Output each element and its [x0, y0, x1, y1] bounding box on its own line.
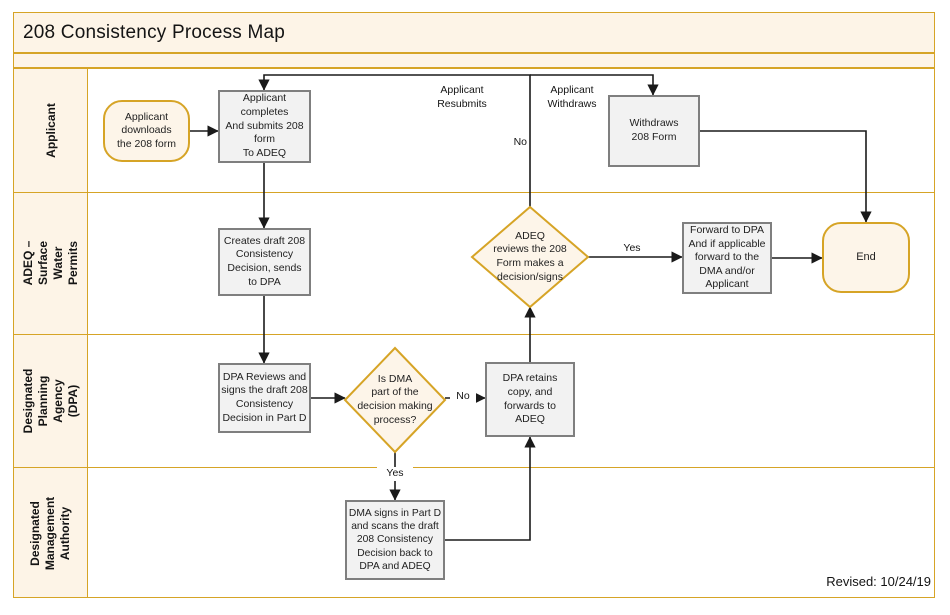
- lane-dpa: Designated Planning Agency (DPA): [14, 334, 88, 467]
- lane-divider-1: [14, 192, 934, 193]
- node-forward-dpa: Forward to DPA And if applicable forward…: [682, 222, 772, 294]
- title-bar: 208 Consistency Process Map: [13, 12, 935, 53]
- node-adeq-reviews-decision: ADEQ reviews the 208 Form makes a decisi…: [493, 229, 567, 283]
- title-divider-strip: [13, 53, 935, 68]
- node-start: Applicant downloads the 208 form: [103, 100, 190, 162]
- lane-applicant: Applicant: [14, 69, 88, 192]
- node-withdraws-form: Withdraws 208 Form: [608, 95, 700, 167]
- lane-label-column: [14, 69, 88, 597]
- edge-label-applicant-resubmits: Applicant Resubmits: [437, 84, 487, 110]
- edge-label-no-dma: No: [450, 390, 476, 404]
- revised-date: Revised: 10/24/19: [826, 574, 931, 589]
- node-is-dma-decision: Is DMA part of the decision making proce…: [357, 372, 433, 426]
- node-dma-signs: DMA signs in Part D and scans the draft …: [345, 500, 445, 580]
- lane-applicant-label: Applicant: [43, 103, 58, 158]
- lane-adeq: ADEQ – Surface Water Permits: [14, 192, 88, 334]
- edge-label-applicant-withdraws: Applicant Withdraws: [547, 84, 597, 110]
- lane-dpa-label: Designated Planning Agency (DPA): [21, 368, 80, 433]
- node-end: End: [822, 222, 910, 293]
- lane-dma: Designated Management Authority: [14, 467, 88, 599]
- node-dpa-retains: DPA retains copy, and forwards to ADEQ: [485, 362, 575, 437]
- page-title: 208 Consistency Process Map: [23, 21, 286, 43]
- lane-divider-2: [14, 334, 934, 335]
- node-dpa-reviews: DPA Reviews and signs the draft 208 Cons…: [218, 363, 311, 433]
- edge-label-yes-adeq: Yes: [623, 242, 641, 254]
- edge-label-yes-dma: Yes: [377, 467, 413, 481]
- node-creates-draft: Creates draft 208 Consistency Decision, …: [218, 228, 311, 296]
- node-applicant-completes: Applicant completes And submits 208 form…: [218, 90, 311, 163]
- lane-adeq-label: ADEQ – Surface Water Permits: [21, 240, 80, 286]
- lane-dma-label: Designated Management Authority: [28, 496, 73, 570]
- lane-divider-3: [14, 467, 934, 468]
- edge-label-no-top: No: [513, 136, 527, 148]
